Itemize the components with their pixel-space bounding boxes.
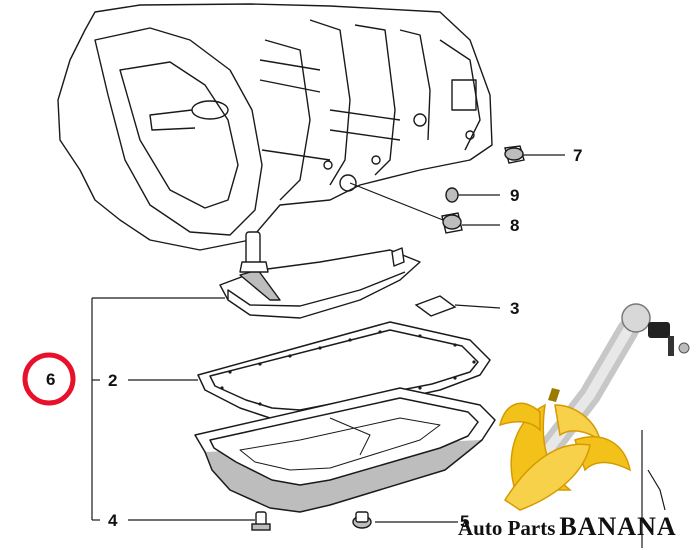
watermark-text: Auto Parts BANANA [458, 512, 698, 544]
side-panel-drawing [641, 430, 666, 548]
seal-ring-9-drawing [445, 187, 459, 203]
callout-4[interactable]: 4 [108, 511, 118, 530]
gasket-2-drawing [197, 321, 491, 421]
callout-8[interactable]: 8 [510, 216, 520, 235]
callout-3[interactable]: 3 [510, 299, 520, 318]
highlight-ring [22, 352, 76, 406]
callout-5[interactable]: 5 [460, 512, 470, 531]
plug-8-drawing [441, 212, 463, 234]
oil-pan-drawing [194, 387, 496, 513]
pan-bolt-4-drawing [251, 511, 271, 531]
callout-2[interactable]: 2 [108, 371, 118, 390]
filter-seal-3-drawing [414, 295, 457, 317]
watermark-part2: BANANA [559, 512, 677, 541]
callout-6[interactable]: 6 [46, 370, 56, 389]
transmission-housing [57, 3, 493, 251]
oil-filter-drawing [219, 231, 421, 319]
callout-7[interactable]: 7 [573, 146, 583, 165]
leader-lines [91, 154, 565, 523]
watermark-part1: Auto Parts [458, 516, 556, 540]
plug-7-drawing [504, 145, 525, 164]
callout-9[interactable]: 9 [510, 186, 520, 205]
plug-5-drawing [352, 511, 372, 529]
watermark-banana-icon [498, 388, 632, 511]
